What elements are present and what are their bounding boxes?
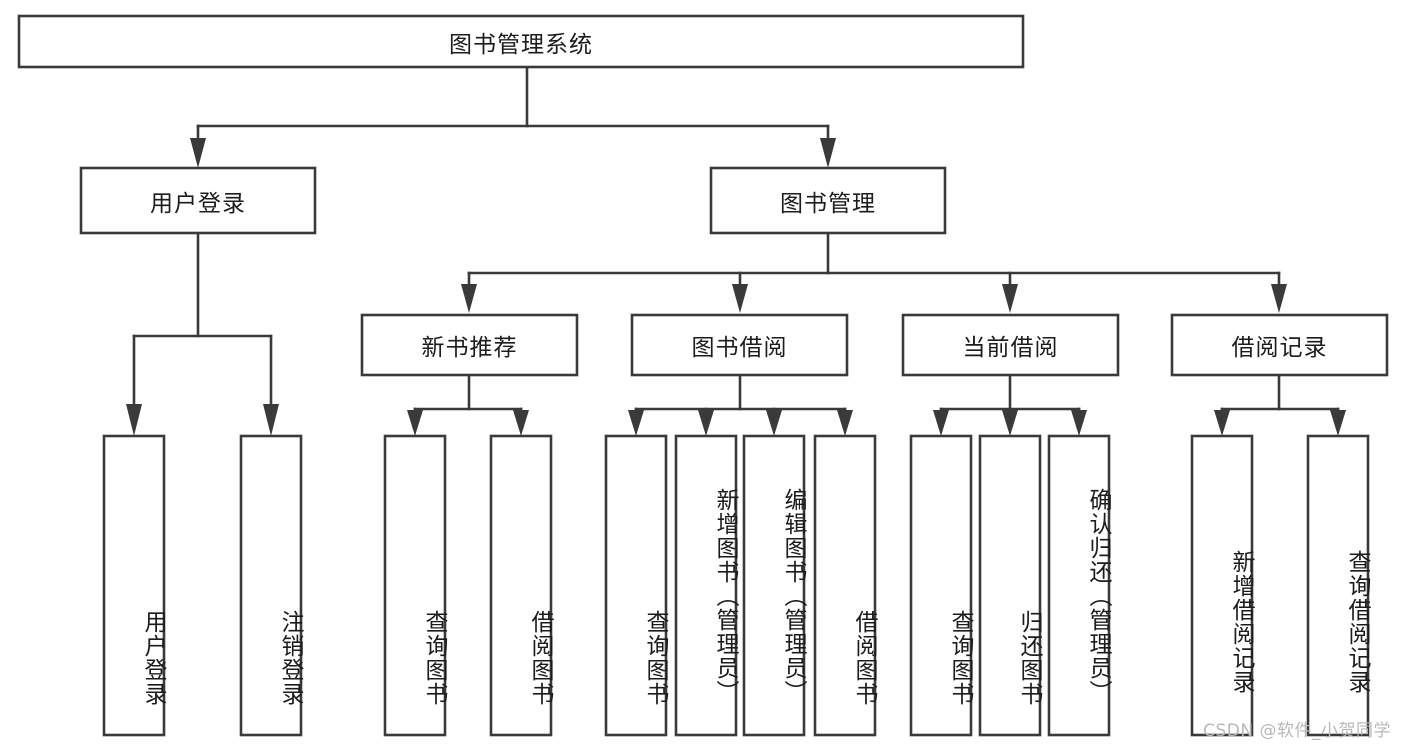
connector-group-user-login	[126, 231, 279, 436]
arrow-head-book-management	[820, 138, 836, 168]
node-box-book-management[interactable]	[709, 166, 947, 235]
arrow-head-leaf-user-login	[126, 404, 142, 436]
arrow-head-leaf-add-record	[1214, 410, 1230, 436]
connector-group-root	[190, 65, 836, 168]
node-box-leaf-query-book-1[interactable]	[383, 434, 447, 737]
arrow-head-current-borrow	[1002, 284, 1018, 313]
node-box-new-book-recommend[interactable]	[360, 313, 579, 377]
node-box-borrow-record[interactable]	[1170, 313, 1389, 377]
node-box-current-borrow[interactable]	[901, 313, 1120, 377]
arrow-head-leaf-borrow-book-1	[513, 410, 529, 436]
arrow-head-leaf-borrow-book-2	[837, 410, 853, 436]
arrow-head-leaf-confirm-return	[1071, 410, 1087, 436]
node-box-leaf-user-login[interactable]	[102, 434, 166, 737]
connector-group-new-book-recommend	[407, 373, 529, 436]
arrow-head-leaf-add-book	[698, 410, 714, 436]
node-box-leaf-borrow-book-1[interactable]	[489, 434, 553, 737]
node-box-leaf-query-record[interactable]	[1306, 434, 1370, 737]
arrow-head-leaf-query-book-3	[933, 410, 949, 436]
node-box-leaf-logout-login[interactable]	[239, 434, 303, 737]
node-box-leaf-add-record[interactable]	[1190, 434, 1254, 737]
arrow-head-borrow-record	[1271, 284, 1287, 313]
arrow-head-leaf-edit-book	[766, 410, 782, 436]
node-box-leaf-confirm-return[interactable]	[1047, 434, 1111, 737]
arrow-head-leaf-return-book	[1002, 410, 1018, 436]
node-box-leaf-add-book[interactable]	[674, 434, 738, 737]
arrow-head-leaf-query-book-2	[628, 410, 644, 436]
arrow-head-book-borrow	[732, 284, 748, 313]
arrow-head-leaf-query-book-1	[407, 410, 423, 436]
connector-group-current-borrow	[933, 373, 1087, 436]
node-box-user-login[interactable]	[79, 166, 317, 235]
node-box-leaf-return-book[interactable]	[978, 434, 1042, 737]
node-box-leaf-edit-book[interactable]	[742, 434, 806, 737]
node-box-leaf-borrow-book-2[interactable]	[813, 434, 877, 737]
arrow-head-user-login	[190, 138, 206, 168]
arrow-head-new-book-recommend	[461, 284, 477, 313]
node-box-book-borrow[interactable]	[630, 313, 849, 377]
node-box-root[interactable]	[17, 14, 1025, 69]
node-box-leaf-query-book-2[interactable]	[604, 434, 668, 737]
connector-group-book-borrow	[628, 373, 853, 436]
connector-group-book-management	[461, 231, 1287, 313]
arrow-head-leaf-logout-login	[263, 404, 279, 436]
arrow-head-leaf-query-record	[1330, 410, 1346, 436]
connector-group-borrow-record	[1214, 373, 1346, 436]
node-box-leaf-query-book-3[interactable]	[909, 434, 973, 737]
